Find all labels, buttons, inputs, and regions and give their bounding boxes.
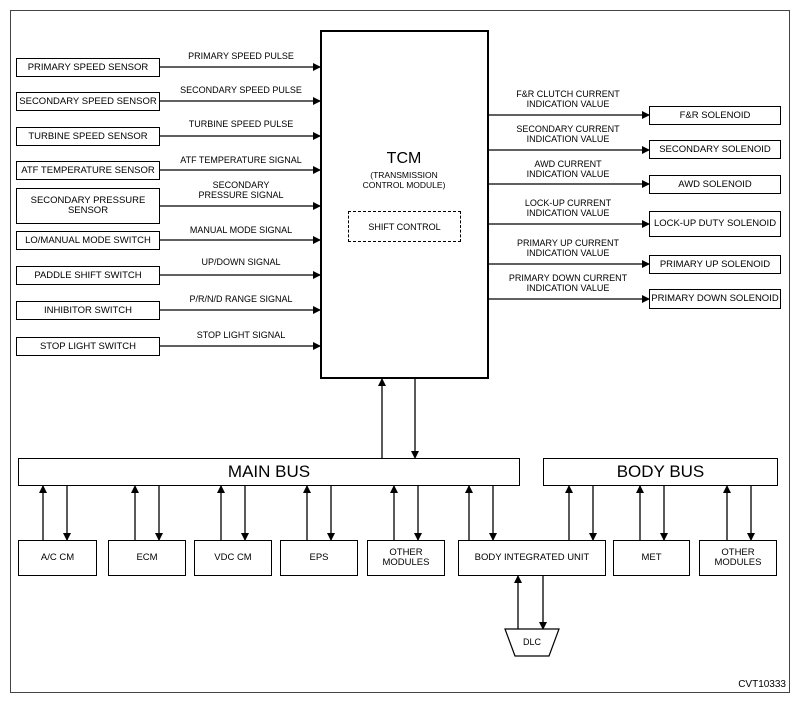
tcm-subtitle-line2: CONTROL MODULE) xyxy=(362,180,446,191)
tcm-subtitle-line1: (TRANSMISSION xyxy=(370,170,438,180)
dlc-label: DLC xyxy=(522,637,541,647)
output-signal-line2: INDICATION VALUE xyxy=(526,98,610,109)
output-signal: LOCK-UP CURRENT INDICATION VALUE xyxy=(492,198,644,219)
input-signal: UP/DOWN SIGNAL xyxy=(201,257,281,267)
input-device: INHIBITOR SWITCH xyxy=(16,301,160,320)
tcm-title: TCM xyxy=(386,150,422,167)
input-device-line1: SECONDARY PRESSURE xyxy=(30,195,146,207)
module-line2: MODULES xyxy=(382,557,430,568)
input-signal: P/R/N/D RANGE SIGNAL xyxy=(189,294,293,304)
input-signal: ATF TEMPERATURE SIGNAL xyxy=(180,155,302,165)
figure-code: CVT10333 xyxy=(738,679,786,690)
body-bus: BODY BUS xyxy=(543,458,778,486)
module-box: BODY INTEGRATED UNIT xyxy=(458,540,606,576)
input-signal: SECONDARY SPEED PULSE xyxy=(180,85,302,95)
output-signal-line1: AWD CURRENT xyxy=(534,159,602,169)
output-device: F&R SOLENOID xyxy=(649,106,781,125)
input-signal-line2: PRESSURE SIGNAL xyxy=(198,189,284,200)
input-signal: MANUAL MODE SIGNAL xyxy=(189,225,293,235)
input-device-line2: SENSOR xyxy=(67,205,109,216)
module-box: EPS xyxy=(280,540,358,576)
tcm-block xyxy=(320,30,489,379)
output-device: PRIMARY DOWN SOLENOID xyxy=(649,289,781,309)
output-signal: AWD CURRENT INDICATION VALUE xyxy=(492,159,644,180)
input-device: TURBINE SPEED SENSOR xyxy=(16,127,160,146)
output-signal-line2: INDICATION VALUE xyxy=(526,282,610,293)
output-signal-line1: SECONDARY CURRENT xyxy=(516,124,620,134)
input-device: ATF TEMPERATURE SENSOR xyxy=(16,161,160,180)
input-signal: SECONDARY PRESSURE SIGNAL xyxy=(166,180,316,201)
input-signal-line1: SECONDARY xyxy=(212,180,270,190)
output-device: AWD SOLENOID xyxy=(649,175,781,194)
module-box: A/C CM xyxy=(18,540,97,576)
module-line1: OTHER xyxy=(389,547,423,559)
output-signal-line2: INDICATION VALUE xyxy=(526,207,610,218)
output-signal: PRIMARY DOWN CURRENT INDICATION VALUE xyxy=(492,273,644,294)
output-signal: F&R CLUTCH CURRENT INDICATION VALUE xyxy=(492,89,644,110)
dlc-connector xyxy=(504,628,560,657)
output-signal-line2: INDICATION VALUE xyxy=(526,168,610,179)
shift-control-block: SHIFT CONTROL xyxy=(348,211,461,242)
input-signal: TURBINE SPEED PULSE xyxy=(188,119,294,129)
input-device: SECONDARY SPEED SENSOR xyxy=(16,92,160,111)
module-box: ECM xyxy=(108,540,186,576)
output-signal-line1: LOCK-UP CURRENT xyxy=(524,198,612,208)
module-box: OTHER MODULES xyxy=(367,540,445,576)
input-device: LO/MANUAL MODE SWITCH xyxy=(16,231,160,250)
output-signal-line1: F&R CLUTCH CURRENT xyxy=(516,89,620,99)
figure-frame xyxy=(10,10,790,693)
output-signal-line1: PRIMARY DOWN CURRENT xyxy=(508,273,628,283)
module-box: OTHER MODULES xyxy=(699,540,777,576)
output-signal-line2: INDICATION VALUE xyxy=(526,247,610,258)
module-box: MET xyxy=(613,540,690,576)
input-signal: PRIMARY SPEED PULSE xyxy=(188,51,294,61)
main-bus: MAIN BUS xyxy=(18,458,520,486)
tcm-subtitle: (TRANSMISSION CONTROL MODULE) xyxy=(320,170,488,190)
module-line1: OTHER xyxy=(721,547,755,559)
module-line2: MODULES xyxy=(714,557,762,568)
output-signal: SECONDARY CURRENT INDICATION VALUE xyxy=(492,124,644,145)
input-device: PRIMARY SPEED SENSOR xyxy=(16,58,160,77)
output-device: SECONDARY SOLENOID xyxy=(649,140,781,159)
output-device: LOCK-UP DUTY SOLENOID xyxy=(649,211,781,237)
output-device: PRIMARY UP SOLENOID xyxy=(649,255,781,274)
output-signal-line1: PRIMARY UP CURRENT xyxy=(516,238,620,248)
input-device: STOP LIGHT SWITCH xyxy=(16,337,160,356)
module-box: VDC CM xyxy=(194,540,272,576)
input-signal: STOP LIGHT SIGNAL xyxy=(196,330,286,340)
output-signal-line2: INDICATION VALUE xyxy=(526,133,610,144)
input-device: PADDLE SHIFT SWITCH xyxy=(16,266,160,285)
output-signal: PRIMARY UP CURRENT INDICATION VALUE xyxy=(492,238,644,259)
input-device: SECONDARY PRESSURE SENSOR xyxy=(16,188,160,224)
